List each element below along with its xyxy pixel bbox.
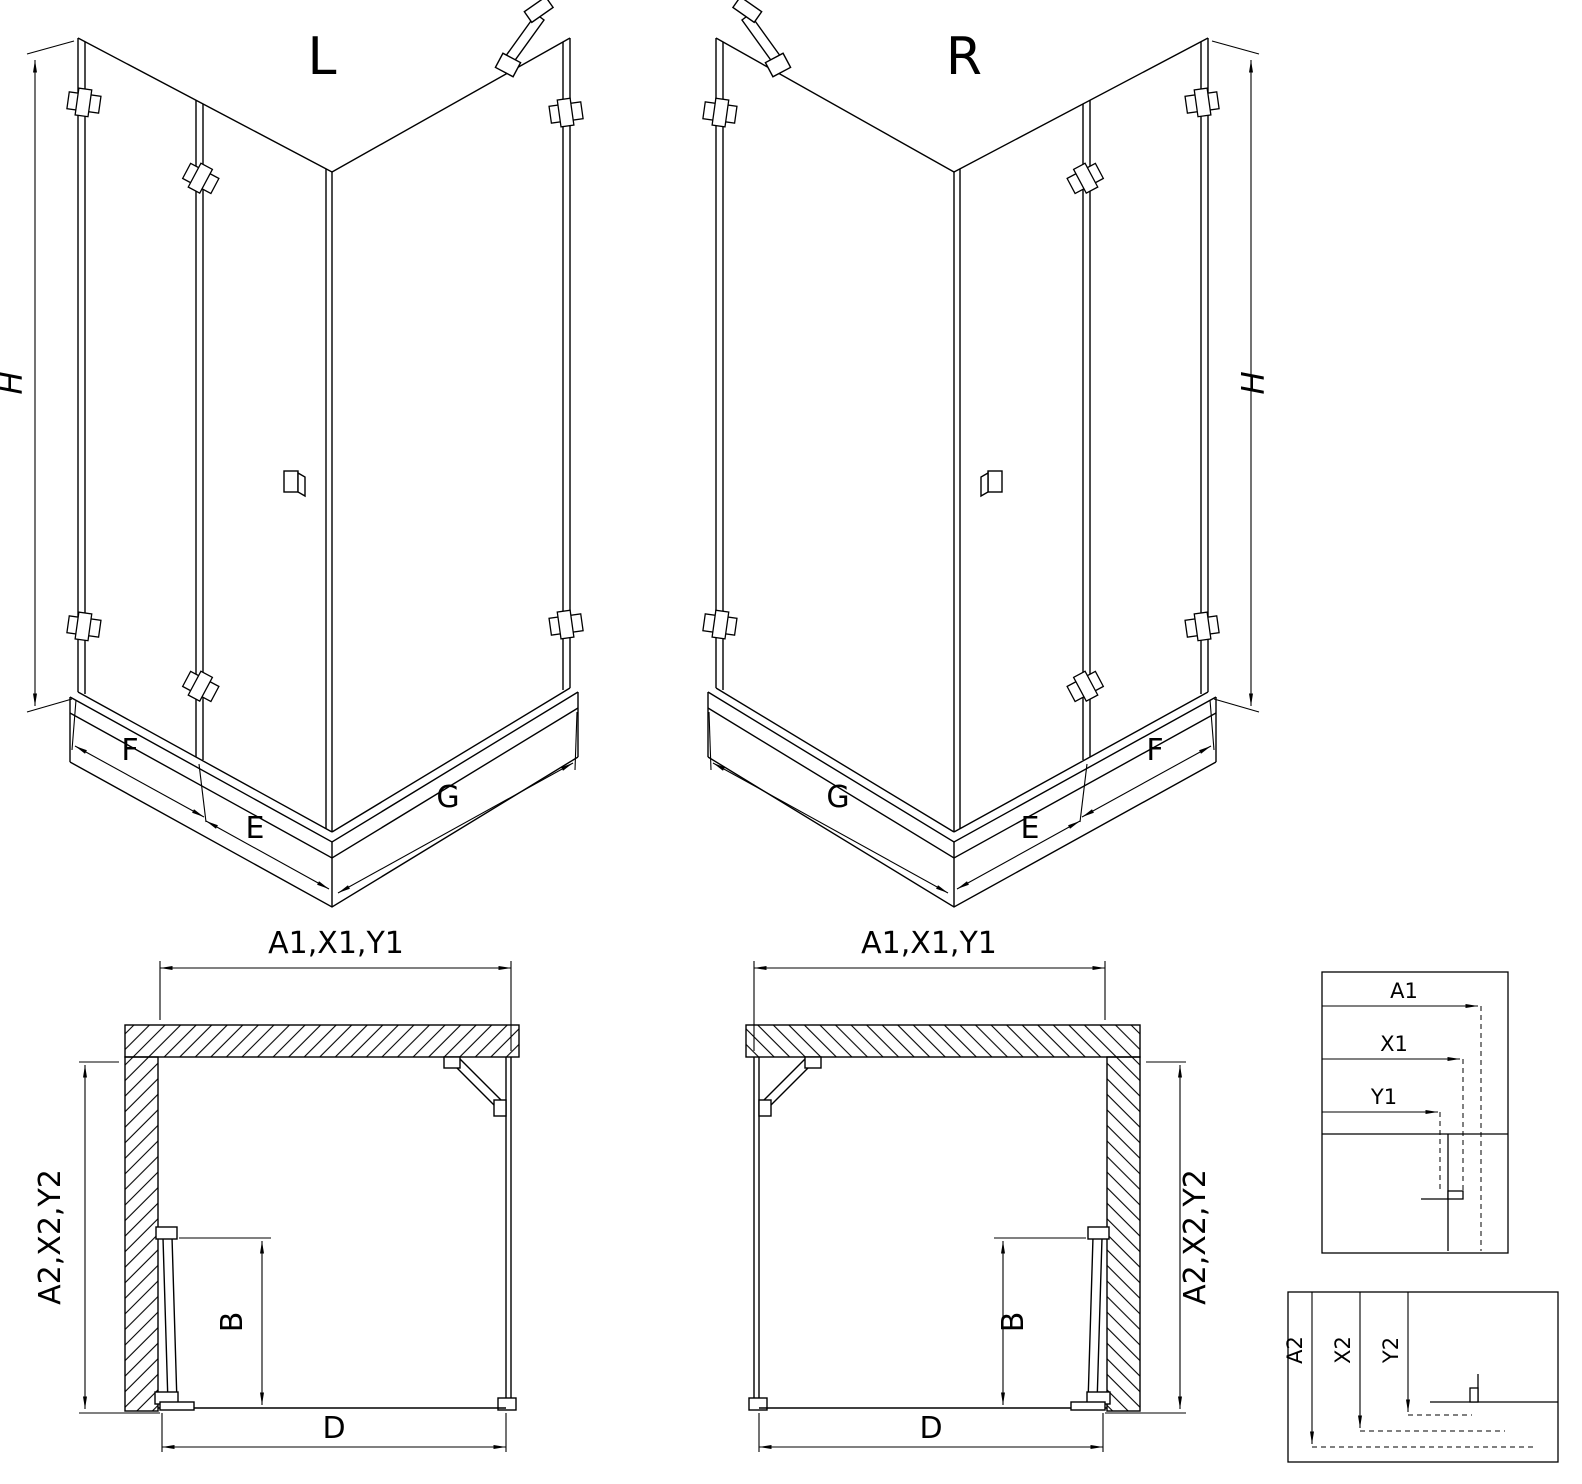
dim-label-a2x2y2-left: A2,X2,Y2 bbox=[33, 1169, 68, 1305]
detail-bottom-frame bbox=[1287, 1291, 1559, 1463]
dim-label-a2x2y2-right: A2,X2,Y2 bbox=[1178, 1169, 1213, 1305]
dim-label-a1x1y1-left: A1,X1,Y1 bbox=[268, 926, 404, 961]
dim-label-g-left: G bbox=[436, 780, 459, 815]
detail-label-a1: A1 bbox=[1390, 979, 1418, 1003]
variant-label-left: L bbox=[308, 27, 337, 87]
dim-label-d-left: D bbox=[322, 1411, 345, 1446]
dim-label-a1x1y1-right: A1,X1,Y1 bbox=[861, 926, 997, 961]
detail-label-x2: X2 bbox=[1331, 1336, 1355, 1364]
tray-profile-section bbox=[1430, 1374, 1558, 1403]
dim-label-f-right: F bbox=[1146, 733, 1163, 768]
variant-label-right: R bbox=[946, 27, 982, 87]
detail-vertical-offsets: A2 X2 Y2 bbox=[1283, 1291, 1559, 1463]
dim-label-b-right: B bbox=[996, 1312, 1031, 1333]
iso-view-right: R H F E G bbox=[702, 0, 1272, 907]
dim-label-h-left: H bbox=[0, 371, 30, 394]
detail-horizontal-offsets: A1 X1 Y1 bbox=[1321, 971, 1509, 1254]
detail-label-x1: X1 bbox=[1380, 1032, 1408, 1056]
wall-profile-section bbox=[1421, 1134, 1464, 1251]
detail-label-y2: Y2 bbox=[1379, 1337, 1403, 1364]
dim-label-g-right: G bbox=[826, 780, 849, 815]
iso-view-left: L H F E G bbox=[0, 0, 584, 907]
detail-label-y1: Y1 bbox=[1370, 1085, 1397, 1109]
plan-view-left: A1,X1,Y1 A2,X2,Y2 B D bbox=[33, 926, 519, 1452]
dim-label-e-left: E bbox=[246, 811, 265, 846]
dim-label-e-right: E bbox=[1021, 811, 1040, 846]
plan-view-right: A1,X1,Y1 A2,X2,Y2 B D bbox=[746, 926, 1213, 1452]
dim-label-d-right: D bbox=[919, 1411, 942, 1446]
dim-label-b-left: B bbox=[215, 1312, 250, 1333]
dim-label-f-left: F bbox=[121, 733, 138, 768]
detail-label-a2: A2 bbox=[1283, 1336, 1307, 1364]
dim-label-h-right: H bbox=[1236, 371, 1272, 394]
